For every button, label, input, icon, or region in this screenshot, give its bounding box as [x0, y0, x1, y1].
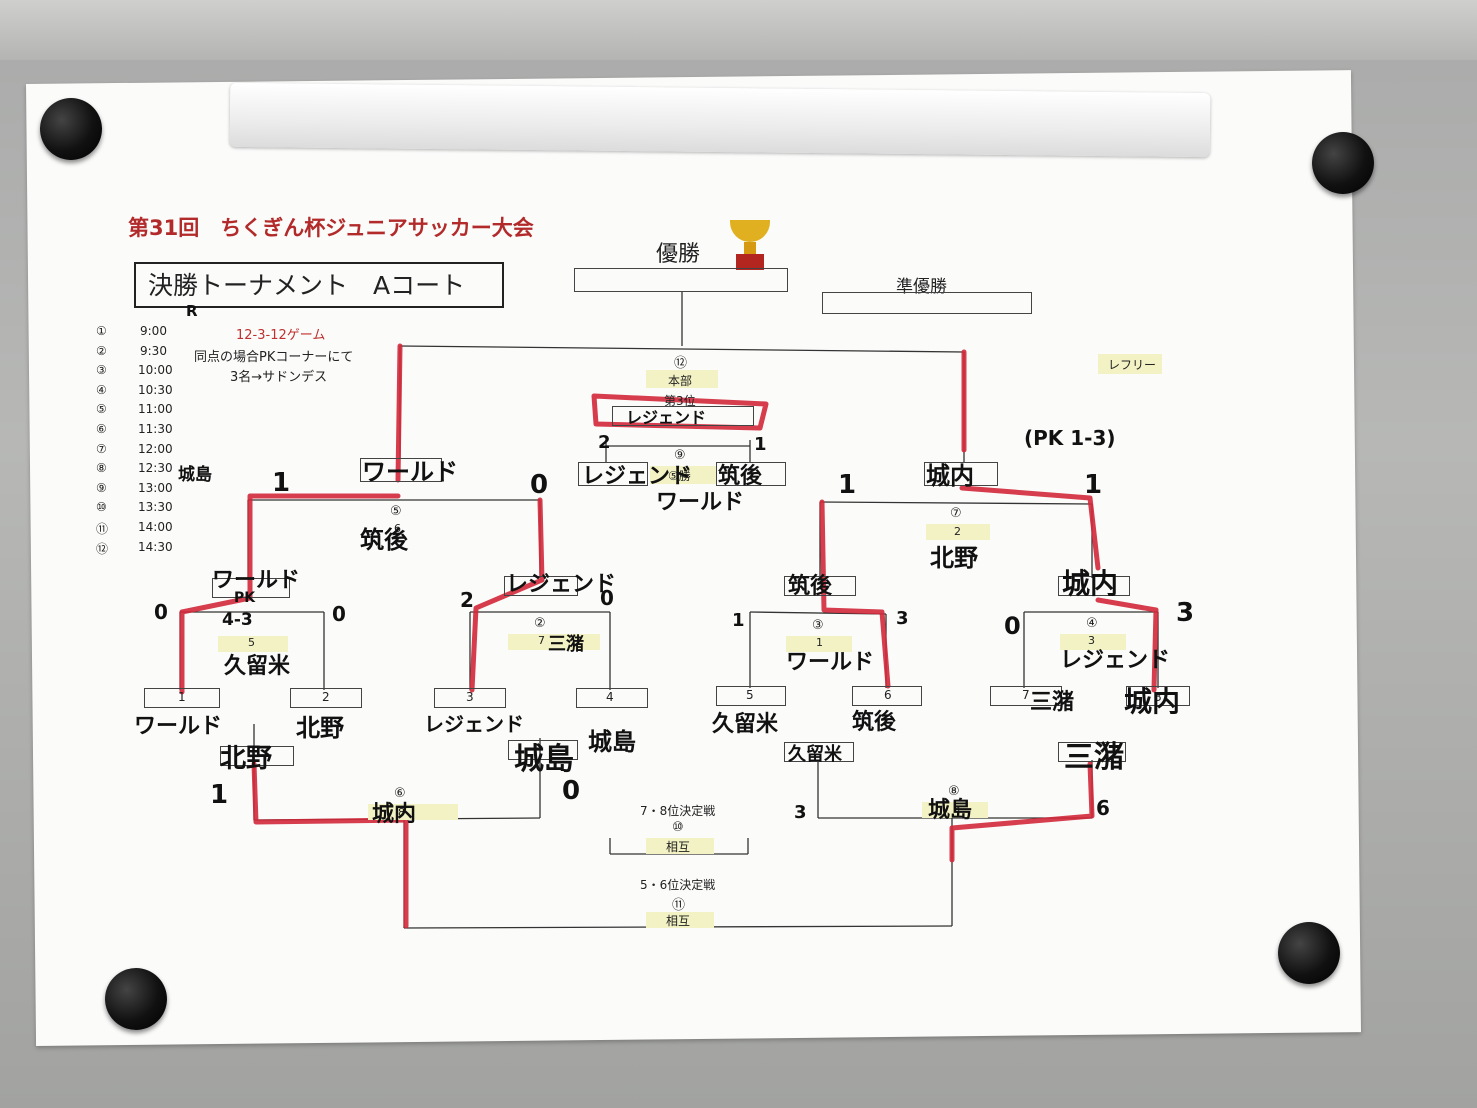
qf4-team: 城内: [1062, 562, 1118, 602]
runner-up-box: [822, 292, 1032, 314]
page-subtitle: 決勝トーナメント Aコート: [148, 266, 465, 302]
seed-3-team: レジェンド: [424, 708, 524, 737]
seed-1: 1: [178, 690, 186, 704]
place78-ref: 相互: [666, 838, 690, 855]
place56-ref: 相互: [666, 912, 690, 929]
semi-right-score-a: 1: [838, 470, 856, 500]
match7-number: ⑦: [950, 506, 962, 521]
seed-6: 6: [884, 688, 892, 702]
note-r: R: [186, 302, 198, 320]
seed-5-team: 久留米: [712, 706, 778, 738]
m6-score-b: 0: [562, 776, 580, 806]
lower-left-a: 北野: [220, 738, 272, 775]
place78-number: ⑩: [672, 820, 684, 835]
m1-ref-hand: 久留米: [224, 648, 290, 680]
note-jojima: 城島: [178, 460, 212, 485]
seed-7-team: 三潴: [1030, 684, 1074, 716]
match7-ref-hand: 北野: [930, 538, 978, 573]
seed-1-team: ワールド: [134, 708, 222, 740]
winner-box: [574, 268, 788, 292]
seed-8-team: 城内: [1124, 680, 1180, 720]
semi-left-score-a: 1: [272, 468, 290, 498]
rule-sudden: 3名→サドンデス: [230, 366, 327, 385]
place78-label: 7・8位決定戦: [640, 802, 715, 819]
m1-pk: PK: [234, 590, 255, 606]
semi-right-team: 城内: [926, 456, 974, 491]
place56-label: 5・6位決定戦: [640, 876, 715, 893]
seed-2-team: 北野: [296, 708, 344, 743]
m4-score-b: 3: [1176, 598, 1194, 628]
rule-pk: 同点の場合PKコーナーにて: [194, 346, 353, 365]
m1-pk-score: 4-3: [222, 610, 253, 630]
seed-5: 5: [746, 688, 754, 702]
third-score-a: 2: [598, 432, 611, 453]
trophy-icon: [724, 218, 776, 272]
m8-ref-hand: 城島: [928, 792, 972, 824]
page-title: 第31回 ちくぎん杯ジュニアサッカー大会: [128, 212, 534, 242]
rule-game: 12-3-12ゲーム: [236, 324, 325, 343]
m6-score-a: 1: [210, 780, 228, 810]
m2-ref-hand: 三潴: [548, 630, 584, 656]
lower-left-b: 城島: [514, 734, 574, 778]
m1-score-b: 0: [332, 602, 346, 626]
final-number: ⑫: [674, 352, 687, 371]
semi-left-score-b: 0: [530, 470, 548, 500]
seed-3: 3: [466, 690, 474, 704]
m3-score-a: 1: [732, 610, 745, 631]
match5-ref-hand: 筑後: [360, 520, 408, 555]
m3-ref-hand: ワールド: [786, 644, 874, 676]
m6-ref-hand: 城内: [372, 796, 416, 828]
place56-number: ⑪: [672, 894, 685, 913]
seed-4-team: 城島: [588, 722, 636, 757]
m4-number: ④: [1086, 616, 1098, 631]
seed-4: 4: [606, 690, 614, 704]
m3-number: ③: [812, 618, 824, 633]
m8-score-b: 6: [1096, 796, 1110, 820]
match5-number: ⑤: [390, 504, 402, 519]
m3-score-b: 3: [896, 608, 909, 629]
qf3-team: 筑後: [788, 568, 832, 600]
m2-score-b: 0: [600, 586, 614, 610]
seed-2: 2: [322, 690, 330, 704]
m8-score-a: 3: [794, 802, 807, 823]
seed-7: 7: [1022, 688, 1030, 702]
referee-label: レフリー: [1108, 356, 1156, 373]
final-referee: 本部: [668, 372, 692, 389]
lower-right-a: 久留米: [788, 740, 842, 766]
semi-right-score-b: 1: [1084, 470, 1102, 500]
m2-number: ②: [534, 616, 546, 631]
winner-label: 優勝: [656, 236, 700, 268]
lower-right-b: 三潴: [1064, 732, 1124, 776]
match7-ref: 2: [954, 525, 961, 538]
third-team-a: レジェンド: [582, 458, 692, 490]
m2-score-a: 2: [460, 588, 474, 612]
m4-score-a: 0: [1004, 612, 1021, 640]
third-team-b: 筑後: [718, 458, 762, 490]
semi-left-team: ワールド: [362, 452, 458, 487]
third-place-winner: レジェンド: [626, 404, 706, 428]
seed-6-team: 筑後: [852, 704, 896, 736]
pk-note: (PK 1-3): [1024, 426, 1116, 450]
third-score-b: 1: [754, 434, 767, 455]
qf1-team: ワールド: [212, 562, 300, 594]
m1-score-a: 0: [154, 600, 168, 624]
m4-ref-hand: レジェンド: [1060, 642, 1170, 674]
m2-ref: 7: [538, 634, 545, 647]
